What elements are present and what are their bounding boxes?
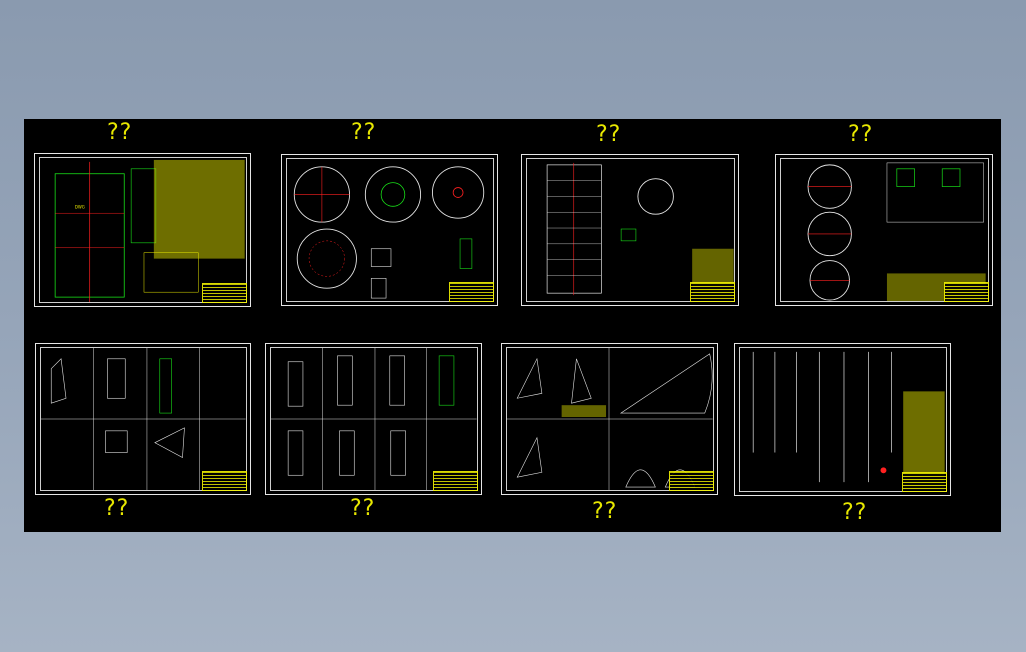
- sheet-5-title-block: [202, 471, 247, 491]
- drawing-sheet-8[interactable]: [734, 343, 951, 496]
- sheet-8-title-block: [902, 472, 947, 492]
- sheet-6-title-block: [433, 471, 478, 491]
- sheet-label-1: ??: [107, 120, 133, 145]
- sheet-4-title-block: [944, 282, 989, 302]
- sheet-2-title-block: [449, 282, 494, 302]
- sheet-label-6: ??: [350, 496, 376, 521]
- svg-text:DWG: DWG: [75, 204, 85, 209]
- sheet-5-geometry: [40, 347, 246, 491]
- drawing-sheet-7[interactable]: [501, 343, 718, 495]
- drawing-sheet-5[interactable]: [35, 343, 251, 495]
- sheet-label-3: ??: [596, 122, 622, 147]
- sheet-2-geometry: [293, 166, 485, 299]
- cad-canvas[interactable]: ?? ?? ?? ?? DWG: [24, 119, 1001, 532]
- sheet-label-8: ??: [842, 500, 868, 525]
- sheet-1-title-block: [202, 283, 247, 303]
- drawing-sheet-6[interactable]: [265, 343, 482, 495]
- sheet-label-2: ??: [351, 120, 377, 145]
- drawing-sheet-3[interactable]: [521, 154, 739, 306]
- sheet-label-4: ??: [848, 122, 874, 147]
- sheet-3-title-block: [690, 282, 735, 302]
- sheet-7-title-block: [669, 471, 714, 491]
- sheet-6-geometry: [270, 347, 477, 491]
- drawing-sheet-4[interactable]: [775, 154, 993, 306]
- sheet-label-5: ??: [104, 496, 130, 521]
- drawing-sheet-1[interactable]: DWG: [34, 153, 251, 307]
- sheet-label-7: ??: [592, 499, 618, 524]
- sheet-7-geometry: [506, 347, 713, 491]
- sheet-1-geometry: DWG: [54, 159, 245, 303]
- drawing-sheet-2[interactable]: [281, 154, 498, 306]
